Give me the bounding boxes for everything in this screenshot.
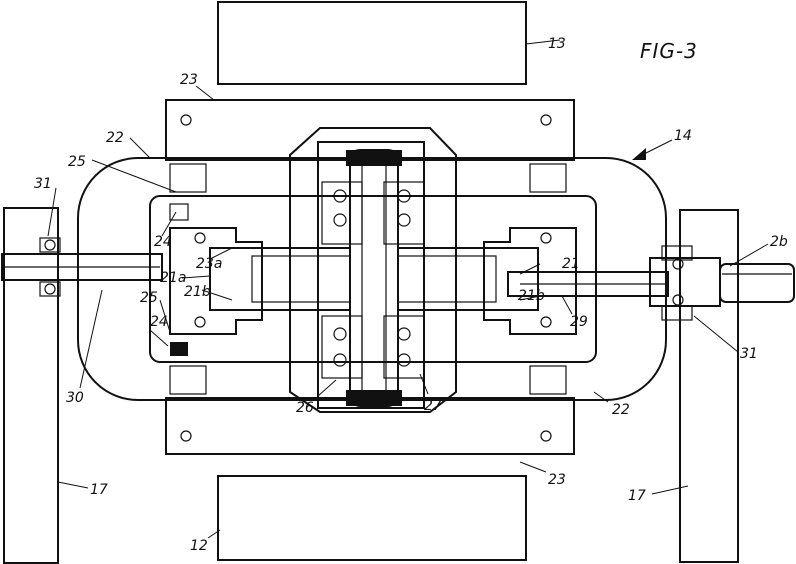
label-23-top: 23 (180, 72, 198, 88)
bolt-hole (540, 114, 552, 126)
label-2b: 2b (770, 234, 788, 250)
right-frame-17 (679, 209, 739, 563)
left-frame-17 (3, 207, 59, 564)
label-22-bottom: 22 (612, 402, 630, 418)
bolt-hole (180, 114, 192, 126)
label-24-top: 24 (154, 234, 172, 250)
label-21a: 21a (160, 270, 186, 286)
left-shaft-30 (1, 253, 163, 281)
label-14: 14 (674, 128, 692, 144)
label-29: 29 (570, 314, 588, 330)
arm-21-left (209, 247, 351, 311)
label-31-left: 31 (34, 176, 52, 192)
lower-block-12 (217, 475, 527, 561)
arm-21-right (397, 247, 539, 311)
figure-title: FIG-3 (640, 39, 698, 63)
central-casting (289, 127, 457, 413)
label-21b-left: 21b (184, 284, 211, 300)
label-30: 30 (66, 390, 84, 406)
label-26: 26 (296, 400, 314, 416)
label-22-top: 22 (106, 130, 124, 146)
label-12: 12 (190, 538, 208, 554)
label-23-bottom: 23 (548, 472, 566, 488)
label-24-bottom: 24 (150, 314, 168, 330)
label-17-left: 17 (90, 482, 108, 498)
label-25-bottom: 25 (140, 290, 158, 306)
upper-bearing (321, 181, 425, 245)
label-17-right: 17 (628, 488, 646, 504)
lower-bearing (321, 315, 425, 379)
cable-2b (719, 263, 795, 303)
right-shaft (507, 271, 669, 297)
label-31-right: 31 (740, 346, 758, 362)
bolt-hole (180, 430, 192, 442)
label-23a: 23a (196, 256, 222, 272)
bearing-bore (317, 141, 425, 409)
label-27: 27 (424, 398, 442, 414)
label-25-top: 25 (68, 154, 86, 170)
bolt-hole (540, 430, 552, 442)
label-21b-right: 21b (518, 288, 545, 304)
label-21: 21 (562, 256, 580, 272)
upper-block-13 (217, 1, 527, 85)
vertical-shaft (349, 149, 399, 407)
label-13: 13 (548, 36, 566, 52)
cable-fitting (649, 257, 721, 307)
housing-cavity (149, 195, 597, 363)
